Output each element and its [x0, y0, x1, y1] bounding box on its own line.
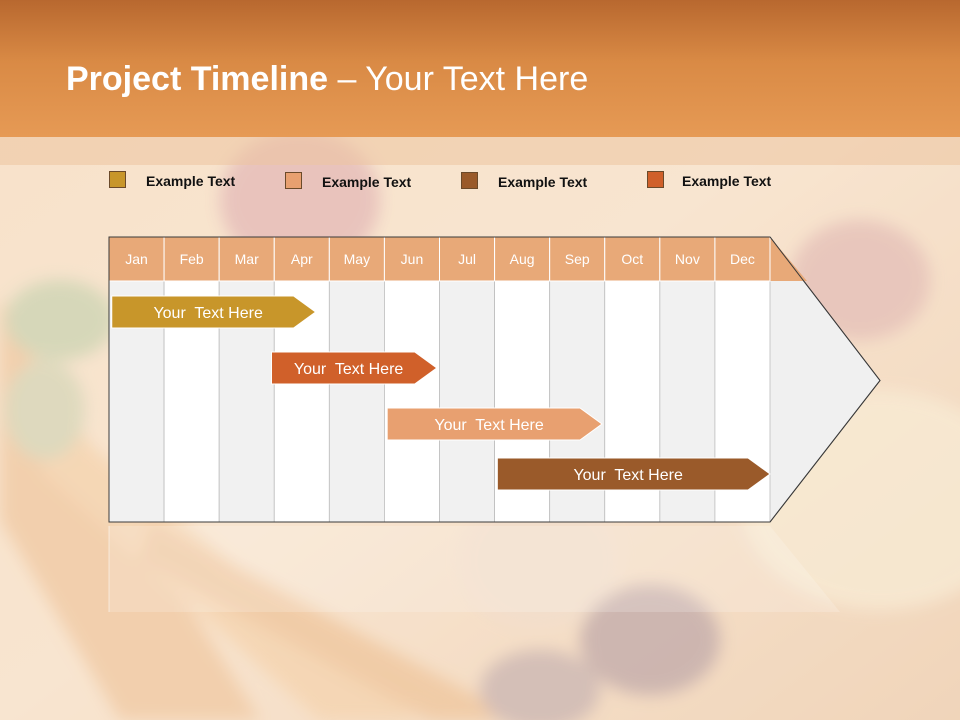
task-bar	[111, 295, 317, 329]
month-label: Oct	[621, 251, 643, 267]
legend-swatch	[285, 172, 302, 189]
month-header-cell	[163, 236, 220, 282]
task-bar	[270, 351, 438, 385]
arrow-reflection	[109, 526, 840, 612]
legend-label: Example Text	[322, 174, 412, 190]
task-label: Your Text Here	[153, 305, 263, 322]
month-header-cell	[714, 236, 771, 282]
month-header-cell	[494, 236, 551, 282]
month-label: Nov	[675, 251, 700, 267]
month-column	[328, 280, 385, 523]
month-label: Sep	[565, 251, 590, 267]
month-label: Jul	[458, 251, 476, 267]
timeline-arrow-outline	[108, 236, 881, 523]
legend-swatch	[109, 171, 126, 188]
month-header-cell	[439, 236, 496, 282]
month-header-cell	[659, 236, 716, 282]
month-header-cell	[273, 236, 330, 282]
task-label: Your Text Here	[434, 417, 544, 434]
month-column	[384, 280, 440, 523]
legend-label: Example Text	[146, 173, 236, 189]
month-column	[439, 280, 495, 523]
slide-title: Project Timeline – Your Text Here	[66, 60, 588, 99]
task-label: Your Text Here	[294, 361, 404, 378]
slide-title-bold: Project Timeline	[66, 60, 329, 98]
legend-swatch	[647, 171, 664, 188]
month-label: Jun	[401, 251, 424, 267]
month-header-cell	[108, 236, 165, 282]
legend-label: Example Text	[682, 173, 772, 189]
legend-label: Example Text	[498, 174, 588, 190]
month-label: Feb	[180, 251, 204, 267]
month-label: Apr	[291, 251, 313, 267]
month-header-cell	[328, 236, 385, 282]
task-label: Your Text Here	[573, 467, 683, 484]
task-bar	[496, 457, 771, 491]
arrow-header-tip	[770, 237, 807, 281]
month-label: Dec	[730, 251, 755, 267]
title-bar-band	[0, 137, 960, 165]
legend-swatch	[461, 172, 478, 189]
title-bar	[0, 0, 960, 137]
slide-title-rest: – Your Text Here	[328, 60, 589, 98]
month-label: Jan	[125, 251, 148, 267]
month-header-cell	[383, 236, 440, 282]
month-label: Aug	[510, 251, 535, 267]
month-label: May	[344, 251, 370, 267]
task-bar	[386, 407, 603, 441]
month-label: Mar	[235, 251, 259, 267]
